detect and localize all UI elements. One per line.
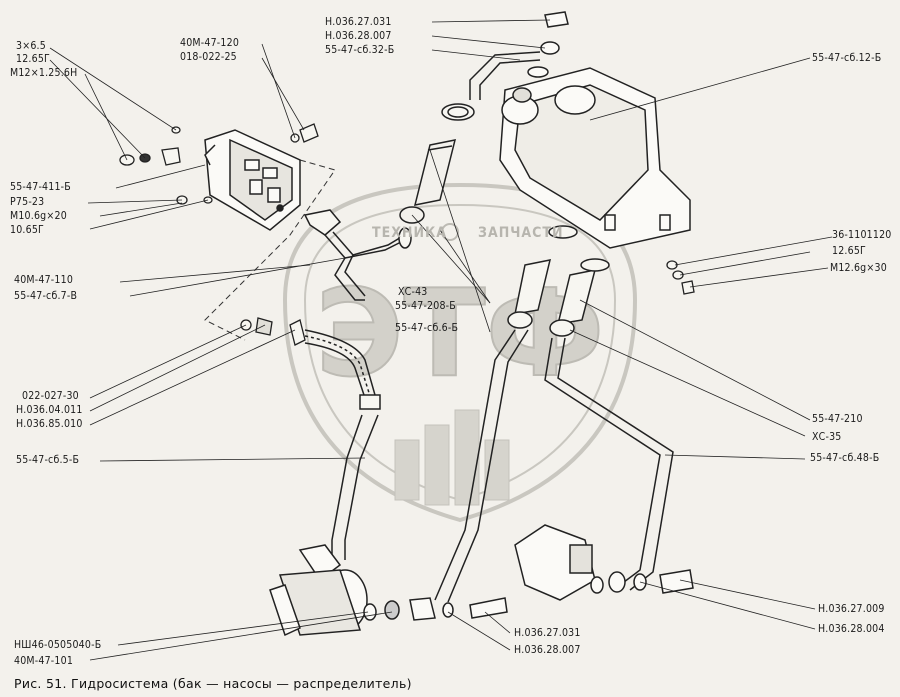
label-018-022-25: 018-022-25 xyxy=(180,51,237,63)
label-55-47-sb-5-b: 55-47-сб.5-Б xyxy=(16,454,80,466)
label-55-47-411-b: 55-47-411-Б xyxy=(10,181,71,193)
gear-icon xyxy=(441,223,459,241)
label-nsh46-pump: НШ46-0505040-Б xyxy=(14,639,102,651)
label-m12-nut: М12×1.25.6Н xyxy=(10,67,78,79)
leader-lines xyxy=(49,19,833,661)
label-12-65g-a: 12.65Г xyxy=(16,53,50,65)
label-n036-85-010: Н.036.85.010 xyxy=(16,418,83,430)
watermark-left-text: ТЕХНИКА xyxy=(372,225,448,241)
pump-lower-right xyxy=(514,524,694,601)
pipe-40m-47-110 xyxy=(303,209,412,301)
label-n036-28-007-top: Н.036.28.007 xyxy=(325,30,392,42)
label-m10-bolt: М10.6g×20 xyxy=(10,210,67,222)
fittings-left xyxy=(119,123,319,205)
watermark-right-text: ЗАПЧАСТИ xyxy=(478,225,564,241)
label-xs-35: ХС-35 xyxy=(812,431,842,443)
label-55-47-sb-32-b: 55-47-сб.32-Б xyxy=(325,44,395,56)
label-n036-28-007-bottom: Н.036.28.007 xyxy=(514,644,581,656)
figure-caption: Рис. 51. Гидросистема (бак — насосы — ра… xyxy=(14,676,412,691)
label-55-47-sb-48-b: 55-47-сб.48-Б xyxy=(810,452,880,464)
label-m12-bolt: М12.6g×30 xyxy=(830,262,887,274)
label-10-65g: 10.65Г xyxy=(10,224,44,236)
label-n036-04-011: Н.036.04.011 xyxy=(16,404,83,416)
label-12-65g-b: 12.65Г xyxy=(832,245,866,257)
dashed-outline xyxy=(204,159,336,341)
sleeves-55-47-210 xyxy=(507,225,610,337)
fasteners-right xyxy=(666,260,695,295)
hose-55-47-sb-5-b xyxy=(304,329,381,560)
label-3x6-5: 3×6.5 xyxy=(16,40,46,52)
label-n036-27-031-bottom: Н.036.27.031 xyxy=(514,627,581,639)
hose-55-47-sb-32-b xyxy=(441,51,541,121)
fittings-centre-left xyxy=(240,317,306,346)
label-40m-47-120: 40М-47-120 xyxy=(180,37,240,49)
label-r75-23: Р75-23 xyxy=(10,196,45,208)
label-xs-43: ХС-43 xyxy=(398,286,428,298)
label-55-47-210: 55-47-210 xyxy=(812,413,863,425)
sleeve-55-47-208-b xyxy=(399,139,457,224)
label-n036-27-009: Н.036.27.009 xyxy=(818,603,885,615)
label-55-47-sb-12-b: 55-47-сб.12-Б xyxy=(812,52,882,64)
label-55-47-sb-7-v: 55-47-сб.7-В xyxy=(14,290,78,302)
label-n036-28-004: Н.036.28.004 xyxy=(818,623,885,635)
label-40m-47-101: 40М-47-101 xyxy=(14,655,74,667)
pump-nsh46 xyxy=(269,544,508,637)
label-36-1101120: 36-1101120 xyxy=(832,229,892,241)
label-40m-47-110: 40М-47-110 xyxy=(14,274,74,286)
label-55-47-sb-6-b: 55-47-сб.6-Б xyxy=(395,322,459,334)
label-n036-27-031-top: Н.036.27.031 xyxy=(325,16,392,28)
label-022-027-30: 022-027-30 xyxy=(22,390,79,402)
pipe-55-47-sb-6-b xyxy=(434,329,529,603)
label-55-47-208-b: 55-47-208-Б xyxy=(395,300,456,312)
distributor-block xyxy=(204,129,301,231)
hydraulic-tank xyxy=(499,11,691,249)
